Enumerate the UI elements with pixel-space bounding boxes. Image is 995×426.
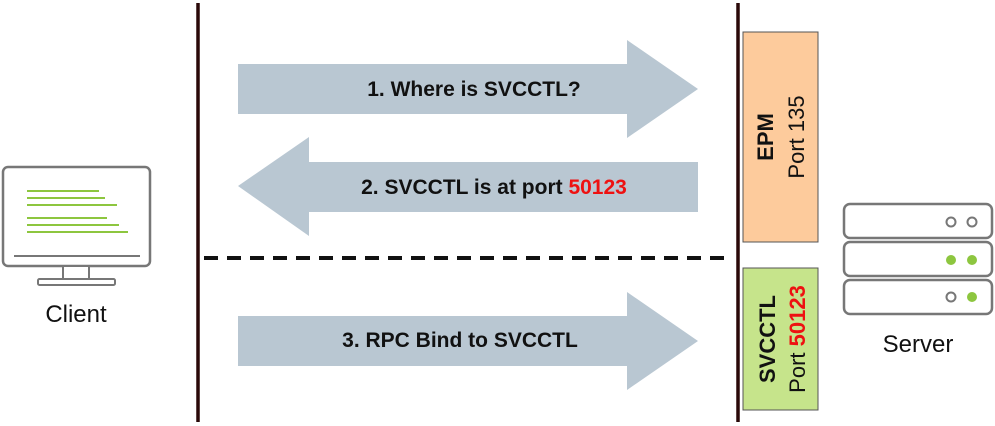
message-3-label: 3. RPC Bind to SVCCTL (342, 329, 578, 352)
message-arrow-2: 2. SVCCTL is at port 50123 (238, 137, 698, 236)
server-label: Server (883, 331, 954, 358)
message-1-label: 1. Where is SVCCTL? (367, 78, 581, 101)
svcctl-port: Port 50123 (785, 285, 810, 393)
message-2-port-highlight: 50123 (568, 176, 626, 199)
message-2-label: 2. SVCCTL is at port 50123 (361, 176, 627, 199)
epm-title: EPM (753, 113, 778, 161)
server-rack-icon (842, 202, 994, 316)
svcctl-port-highlight: 50123 (785, 285, 810, 346)
client-label: Client (45, 301, 107, 328)
epm-port: Port 135 (784, 95, 809, 178)
monitor-icon (1, 165, 152, 286)
svcctl-endpoint-box: SVCCTL Port 50123 (742, 267, 819, 411)
screen-text-lines (27, 190, 128, 233)
epm-endpoint-box: EPM Port 135 (742, 31, 819, 243)
message-arrow-1: 1. Where is SVCCTL? (238, 40, 698, 138)
svcctl-title: SVCCTL (755, 295, 780, 383)
message-arrow-3: 3. RPC Bind to SVCCTL (238, 292, 698, 390)
